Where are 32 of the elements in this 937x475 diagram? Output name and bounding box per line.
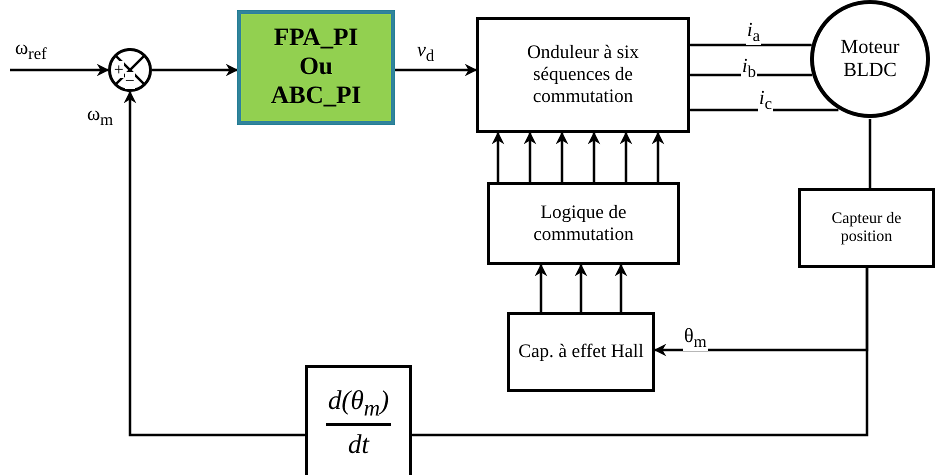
block-label: Logique de commutation bbox=[532, 202, 635, 246]
connector-arrow bbox=[524, 132, 536, 182]
connector-arrow bbox=[620, 132, 632, 182]
block-label: FPA_PI Ou ABC_PI bbox=[270, 24, 362, 111]
connector-arrow bbox=[10, 64, 110, 76]
connector-arrow bbox=[574, 264, 588, 312]
connector-arrow bbox=[534, 264, 548, 312]
connector-arrow bbox=[152, 64, 238, 76]
block-label: Capteur de position bbox=[830, 210, 902, 246]
connector-arrow bbox=[124, 90, 305, 436]
controller-box bbox=[237, 10, 395, 125]
connector-arrow bbox=[588, 132, 600, 182]
plus-sign: + bbox=[114, 61, 124, 78]
fraction-numerator: d(θ$_{m}$) bbox=[326, 386, 391, 426]
connector-arrow bbox=[395, 64, 478, 76]
process-box bbox=[476, 17, 690, 133]
connector-arrow bbox=[556, 132, 568, 182]
edge-label: θ$_{m}$ bbox=[683, 326, 708, 351]
fraction-denominator: dt bbox=[348, 428, 369, 460]
block-label: Onduleur à six séquences de commutation bbox=[526, 42, 640, 108]
block-label: Cap. à effet Hall bbox=[517, 341, 645, 363]
sensor-box bbox=[798, 188, 935, 268]
process-box bbox=[507, 312, 655, 392]
connector-arrow bbox=[652, 132, 664, 182]
block-label: Moteur BLDC bbox=[840, 36, 900, 82]
process-box bbox=[487, 182, 680, 265]
minus-sign: − bbox=[125, 72, 135, 89]
edge-label: i$_{a}$ bbox=[746, 20, 761, 45]
connector-arrow bbox=[492, 132, 504, 182]
edge-label: i$_{c}$ bbox=[758, 88, 773, 113]
connector-arrow bbox=[614, 264, 628, 312]
derivative-box bbox=[305, 365, 412, 475]
